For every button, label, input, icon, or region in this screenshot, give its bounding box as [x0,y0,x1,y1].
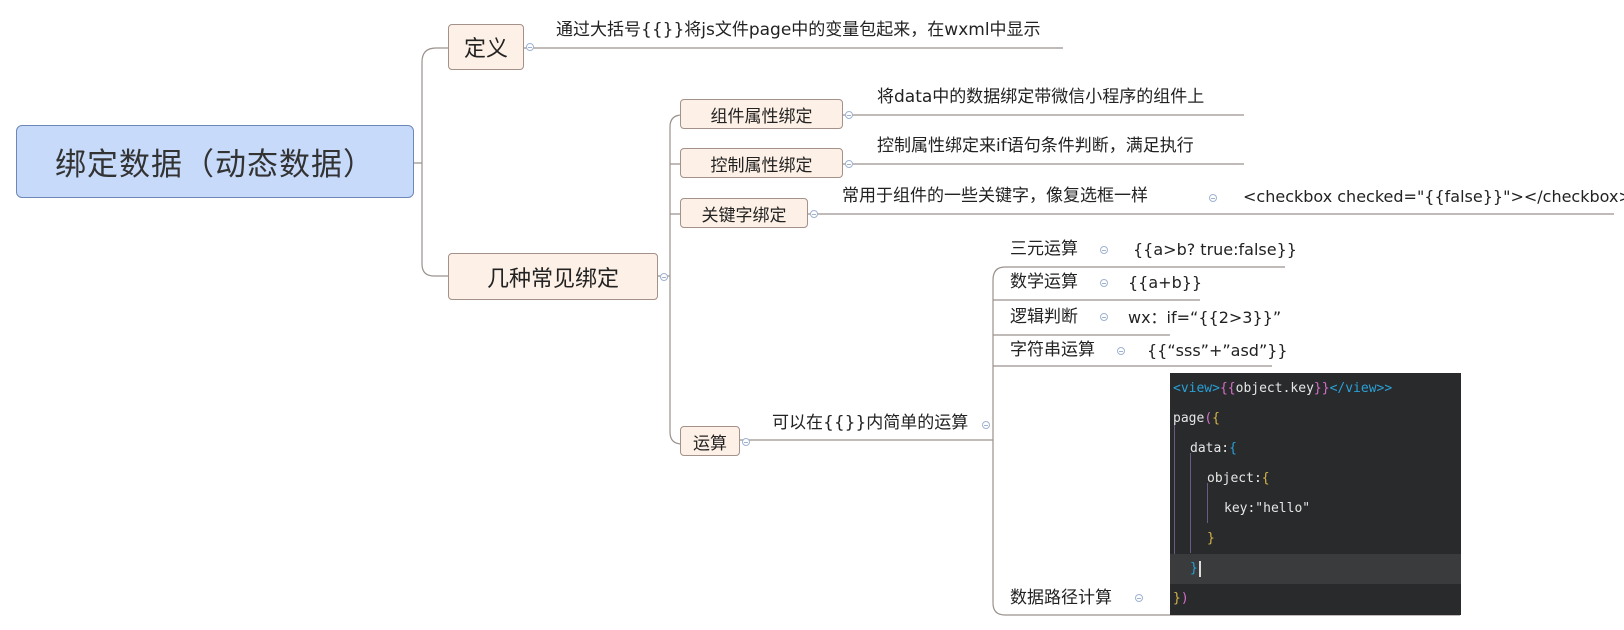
control-binding-text: 控制属性绑定来if语句条件判断，满足执行 [877,136,1194,156]
code-line-3: data:{ [1170,434,1461,464]
string-label: 字符串运算 [1010,340,1095,360]
operations-label: 运算 [693,433,727,454]
code-token: { [1229,441,1237,456]
code-token: data: [1190,441,1230,456]
code-token: { [1261,471,1270,486]
collapse-icon[interactable] [1100,313,1108,321]
keyword-binding-text: 常用于组件的一些关键字，像复选框一样 [842,186,1148,206]
string-text: {{“sss”+”asd”}} [1147,341,1288,360]
definition-label: 定义 [463,37,508,62]
logic-label: 逻辑判断 [1010,307,1078,327]
collapse-icon[interactable] [742,438,750,446]
node-operations[interactable]: 运算 [680,426,740,456]
root-label: 绑定数据（动态数据） [55,147,375,183]
code-line-6: } [1170,524,1461,554]
text-cursor [1198,560,1201,577]
operations-text: 可以在{{}}内简单的运算 [772,413,969,433]
indent-guide [1174,423,1175,578]
collapse-icon[interactable] [810,210,818,218]
code-token: view [1345,381,1377,396]
code-token: view [1180,381,1213,396]
collapse-icon[interactable] [526,43,534,51]
code-line-4: object:{ [1170,464,1461,494]
code-line-1: <view>{{object.key}}</view>> [1170,374,1461,404]
collapse-icon[interactable] [1100,279,1108,287]
control-binding-label: 控制属性绑定 [710,155,813,176]
common-label: 几种常见绑定 [486,266,619,292]
node-definition[interactable]: 定义 [448,24,524,70]
math-label: 数学运算 [1010,272,1078,292]
node-component-binding[interactable]: 组件属性绑定 [680,99,843,129]
collapse-icon[interactable] [1117,347,1125,355]
code-token: > [1212,381,1220,396]
code-token: { [1212,411,1220,426]
keyword-binding-detail: <checkbox checked="{{false}}"></checkbox… [1243,187,1624,206]
definition-text: 通过大括号{{}}将js文件page中的变量包起来，在wxml中显示 [556,20,1041,40]
code-token: object.key [1235,381,1314,396]
code-token: ) [1180,591,1189,606]
code-token: }} [1313,381,1330,396]
logic-text: wx：if=“{{2>3}}” [1128,308,1282,327]
collapse-icon[interactable] [845,160,853,168]
code-line-5: key:"hello" [1170,494,1461,524]
path-label: 数据路径计算 [1010,588,1112,608]
code-line-7: } [1170,554,1461,584]
code-screenshot: <view>{{object.key}}</view>> page({ data… [1170,373,1461,615]
indent-guide [1207,483,1208,523]
code-token: </ [1329,381,1346,396]
node-common-bindings[interactable]: 几种常见绑定 [448,253,658,300]
root-node[interactable]: 绑定数据（动态数据） [16,125,414,198]
ternary-label: 三元运算 [1010,239,1078,259]
code-token: } [1207,531,1215,546]
code-token: {{ [1219,381,1236,396]
collapse-icon[interactable] [1100,246,1108,254]
code-token: } [1173,591,1181,606]
indent-guide [1190,453,1191,553]
collapse-icon[interactable] [660,273,668,281]
node-control-binding[interactable]: 控制属性绑定 [680,148,843,178]
ternary-text: {{a>b? true:false}} [1133,240,1297,259]
code-line-8: }) [1170,584,1461,614]
component-binding-text: 将data中的数据绑定带微信小程序的组件上 [877,87,1205,107]
code-token: ( [1204,411,1213,426]
code-token: page [1173,411,1205,426]
code-line-2: page({ [1170,404,1461,434]
collapse-icon[interactable] [982,421,990,429]
node-keyword-binding[interactable]: 关键字绑定 [680,198,808,228]
code-token: } [1190,561,1198,576]
component-binding-label: 组件属性绑定 [710,106,813,127]
code-token: object: [1207,471,1262,486]
code-token: key:"hello" [1224,501,1311,516]
collapse-icon[interactable] [1209,194,1217,202]
keyword-binding-label: 关键字绑定 [701,205,787,226]
code-token: < [1173,381,1181,396]
code-token: >> [1376,381,1393,396]
collapse-icon[interactable] [1135,594,1143,602]
collapse-icon[interactable] [845,111,853,119]
math-text: {{a+b}} [1128,273,1203,292]
